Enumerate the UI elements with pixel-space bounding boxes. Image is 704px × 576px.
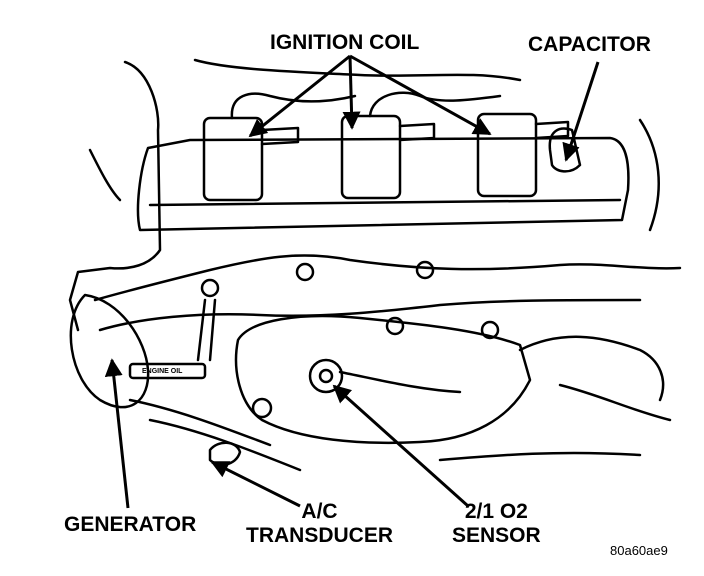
figure-code: 80a60ae9 <box>610 543 668 558</box>
engine-outline <box>193 58 522 82</box>
o2-sensor-label-line2: SENSOR <box>452 524 541 547</box>
ignition-coil-label: IGNITION COIL <box>270 31 420 54</box>
coil-connector <box>260 126 300 146</box>
generator-label: GENERATOR <box>64 513 197 536</box>
ignition-coil-leader-1 <box>248 54 351 138</box>
coil-pack-2 <box>340 114 402 200</box>
engine-outline <box>88 148 122 202</box>
coil-rail <box>148 198 622 207</box>
coil-pack-1 <box>202 116 264 202</box>
intake-manifold <box>93 254 682 302</box>
o2-sensor-label-line1: 2/1 O2 <box>464 500 528 523</box>
engine-oil-tag-text: ENGINE OIL <box>142 368 183 375</box>
oil-dipstick-tube <box>196 298 217 362</box>
ac-transducer-label-line1: A/C <box>301 500 338 523</box>
ac-transducer <box>208 441 242 466</box>
o2-sensor-label: 2/1 O2 SENSOR <box>452 500 541 548</box>
o2-sensor-body <box>308 358 344 394</box>
engine-oil-tag <box>128 362 207 380</box>
manifold-bolt <box>415 260 435 280</box>
exhaust-housing <box>234 314 532 445</box>
ac-line <box>128 398 272 447</box>
housing-bolt <box>480 320 500 340</box>
manifold-bolt <box>200 278 220 298</box>
capacitor <box>548 127 582 173</box>
radiator-hose <box>558 383 672 422</box>
capacitor-leader <box>562 61 600 162</box>
coil-rail <box>136 136 630 232</box>
engine-outline <box>68 60 162 332</box>
housing-bolt <box>251 397 273 419</box>
ac-transducer-leader <box>210 460 301 508</box>
generator-leader <box>104 358 130 509</box>
ac-line <box>148 418 302 472</box>
intake-manifold <box>98 298 642 332</box>
o2-sensor-wire <box>338 370 462 394</box>
coil-connector <box>398 122 436 142</box>
ac-transducer-label-line2: TRANSDUCER <box>246 524 393 547</box>
engine-outline <box>638 118 660 232</box>
coil-pack-3 <box>476 112 538 198</box>
o2-sensor-core <box>318 368 334 384</box>
housing-bolt <box>385 316 405 336</box>
radiator-hose <box>518 335 665 402</box>
capacitor-label: CAPACITOR <box>528 33 651 56</box>
lower-frame <box>438 451 642 462</box>
generator <box>69 293 150 409</box>
coil-wire <box>230 92 357 120</box>
ignition-coil-leader-3 <box>349 54 492 136</box>
ac-transducer-label: A/C TRANSDUCER <box>246 500 393 548</box>
manifold-bolt <box>295 262 315 282</box>
ignition-coil-leader-2 <box>342 55 361 130</box>
o2-sensor-leader <box>332 384 470 508</box>
